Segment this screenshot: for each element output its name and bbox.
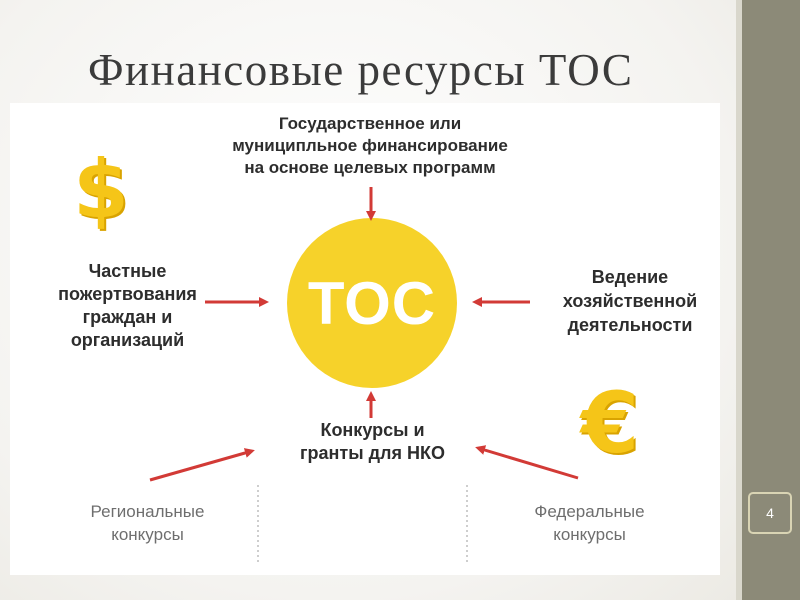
node-line: Государственное или <box>278 114 462 133</box>
node-contests-grants: Конкурсы и гранты для НКО <box>265 419 480 465</box>
node-line: Федеральные <box>534 502 645 521</box>
node-regional-contests: Региональные конкурсы <box>60 500 235 546</box>
node-line: Ведение <box>591 267 669 287</box>
node-line: конкурсы <box>553 525 626 544</box>
center-label: ТОС <box>307 269 437 337</box>
node-line: гранты для НКО <box>300 443 445 463</box>
node-line: Конкурсы и <box>320 420 425 440</box>
node-private-donations: Частные пожертвования граждан и организа… <box>30 260 225 352</box>
node-line: хозяйственной <box>562 291 698 311</box>
arrow-bottom-right <box>475 445 579 480</box>
node-federal-contests: Федеральные конкурсы <box>502 500 677 546</box>
node-line: граждан и <box>82 307 173 327</box>
node-line: пожертвования <box>58 284 197 304</box>
node-line: на основе целевых программ <box>244 158 496 177</box>
arrow-bottom-left <box>149 448 255 482</box>
node-state-funding: Государственное или муниципльное финанси… <box>170 113 570 179</box>
sidebar-edge <box>736 0 742 600</box>
euro-icon: € <box>580 374 640 472</box>
slide-title: Финансовые ресурсы ТОС <box>88 45 634 95</box>
node-line: конкурсы <box>111 525 184 544</box>
node-line: деятельности <box>567 315 693 335</box>
node-line: организаций <box>70 330 185 350</box>
node-line: Региональные <box>90 502 205 521</box>
dollar-icon: $ <box>73 143 129 236</box>
page-number: 4 <box>748 492 792 534</box>
center-circle: ТОС <box>287 218 457 388</box>
node-line: муниципльное финансирование <box>232 136 508 155</box>
node-economic-activity: Ведение хозяйственной деятельности <box>535 265 725 337</box>
node-line: Частные <box>88 261 167 281</box>
